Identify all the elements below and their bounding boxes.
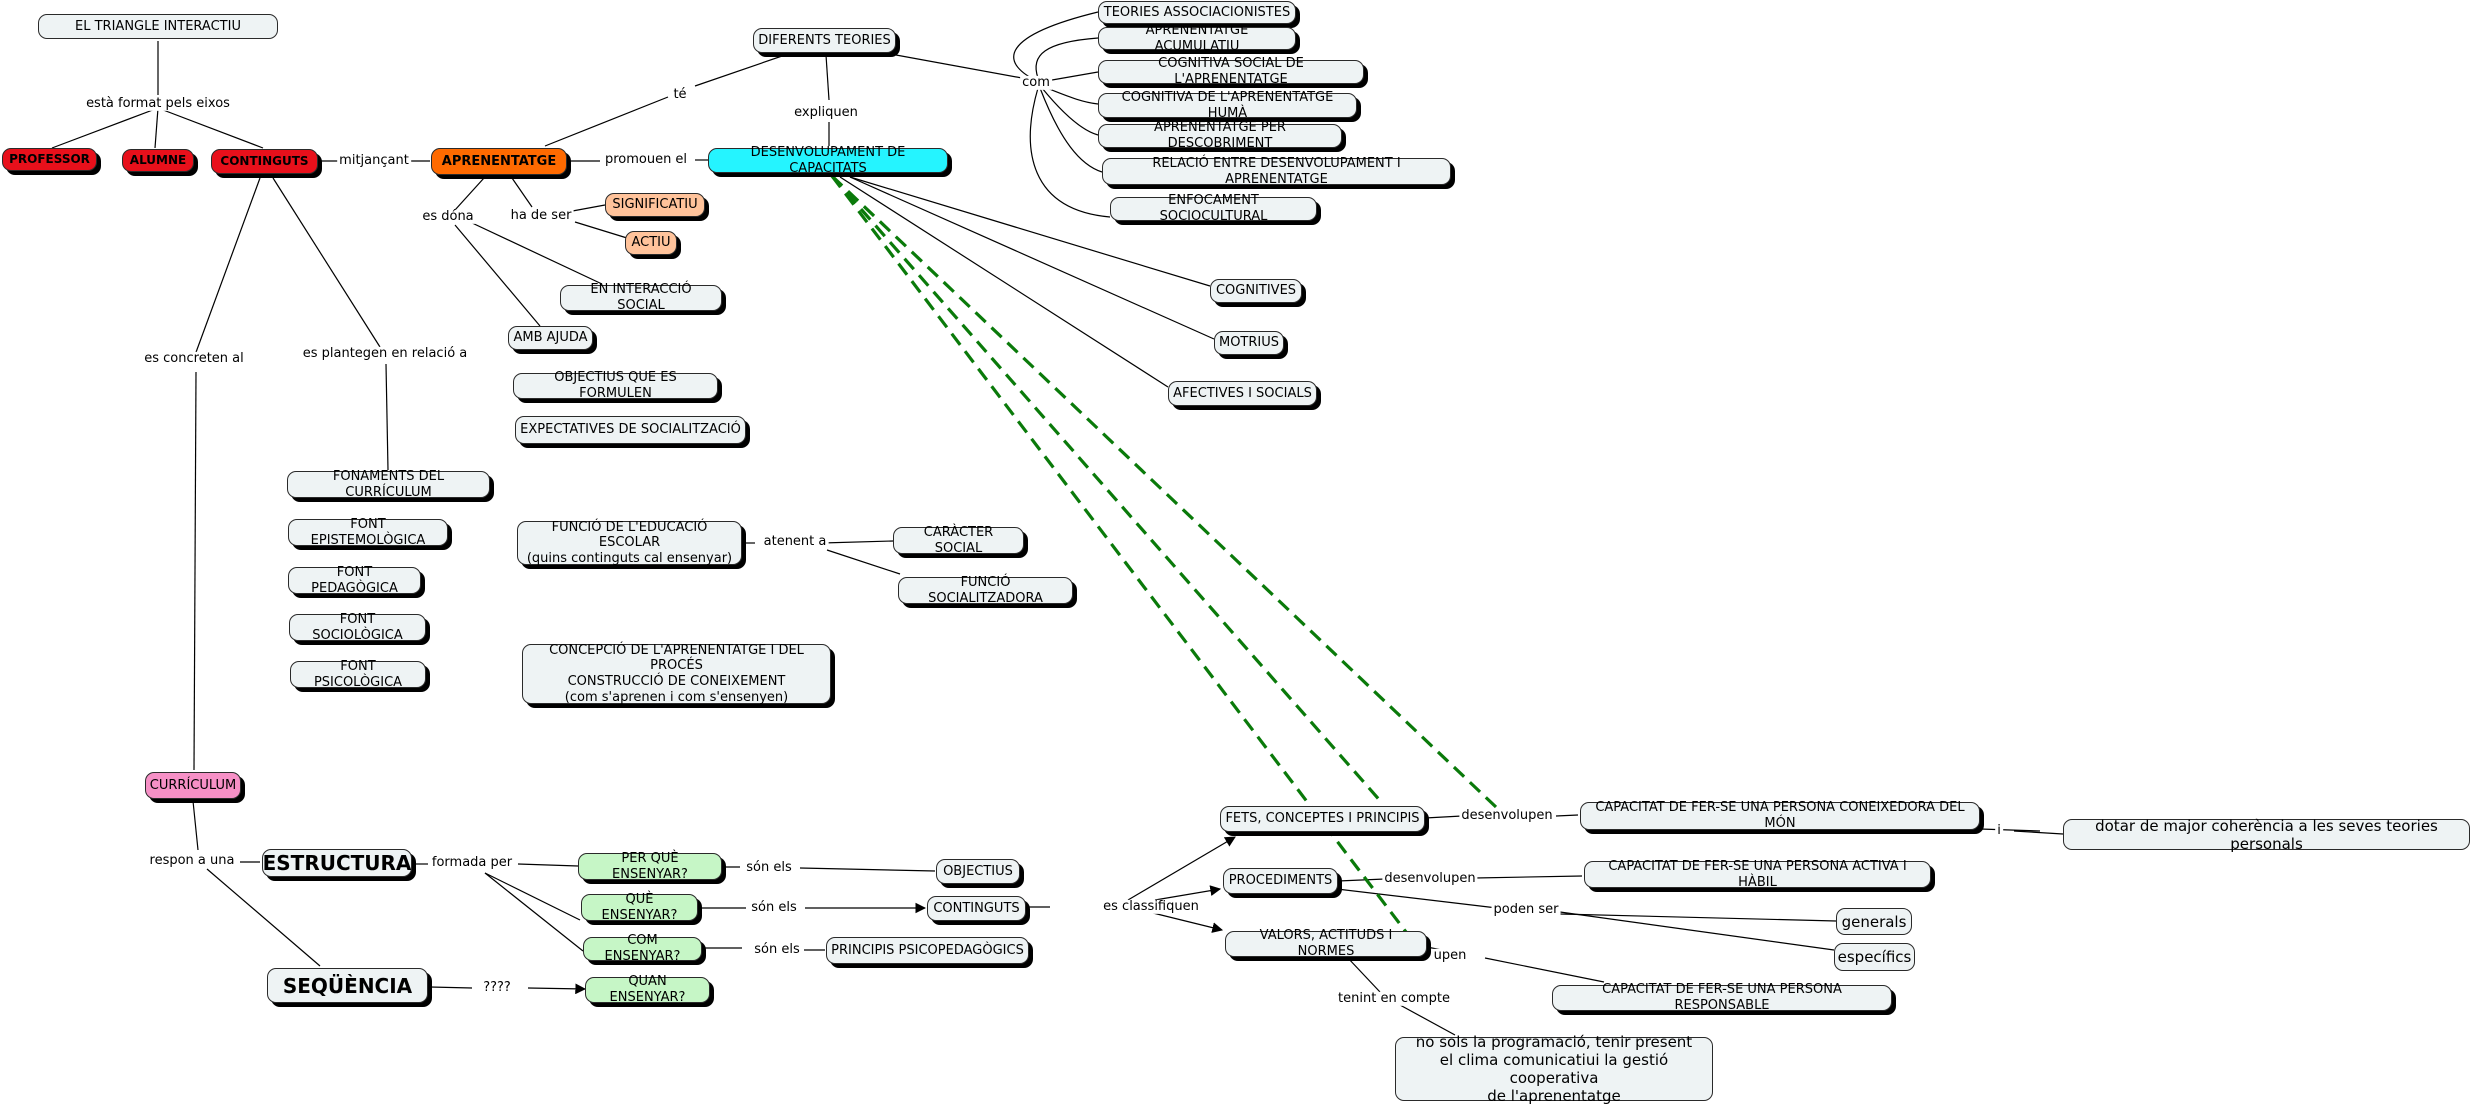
node-actiu[interactable]: ACTIU — [625, 231, 677, 255]
node-font-epistemologica[interactable]: FONT EPISTEMOLÒGICA — [288, 517, 448, 548]
node-alumne[interactable]: ALUMNE — [122, 149, 194, 172]
node-sequencia[interactable]: SEQÜÈNCIA — [267, 968, 428, 1003]
node-cognitiva-social[interactable]: COGNITIVA SOCIAL DE L'APRENENTATGE — [1098, 56, 1364, 87]
label-formada-per: formada per — [429, 854, 515, 871]
label-mitjancant: mitjançant — [337, 152, 411, 169]
label-es-classifiquen: es classifiquen — [1101, 898, 1201, 915]
label-son-els-3: són els — [752, 941, 802, 958]
label-atenent-a: atenent a — [761, 533, 829, 550]
node-funcio-socialitzadora[interactable]: FUNCIÓ SOCIALITZADORA — [898, 575, 1073, 606]
node-font-pedagogica[interactable]: FONT PEDAGÒGICA — [288, 565, 421, 596]
node-afectives-socials[interactable]: AFECTIVES I SOCIALS — [1168, 381, 1317, 406]
node-aprenentatge-descobriment[interactable]: APRENENTATGE PER DESCOBRIMENT — [1098, 120, 1342, 151]
node-objectius-formulen[interactable]: OBJECTIUS QUE ES FORMULEN — [513, 370, 718, 401]
label-tenint-en-compte: tenint en compte — [1336, 990, 1452, 1007]
node-capacitat-activa[interactable]: CAPACITAT DE FER-SE UNA PERSONA ACTIVA I… — [1584, 859, 1931, 890]
node-quan-ensenyar[interactable]: QUAN ENSENYAR? — [585, 974, 710, 1005]
node-capacitat-responsable[interactable]: CAPACITAT DE FER-SE UNA PERSONA RESPONSA… — [1552, 982, 1892, 1013]
node-continguts[interactable]: CONTINGUTS — [927, 896, 1026, 921]
node-aprenentatge-acumulatiu[interactable]: APRENENTATGE ACUMULATIU — [1098, 23, 1296, 54]
node-objectius[interactable]: OBJECTIUS — [936, 859, 1020, 884]
node-motrius[interactable]: MOTRIUS — [1214, 331, 1284, 355]
node-cognitiva-huma[interactable]: COGNITIVA DE L'APRENENTATGE HUMÀ — [1098, 90, 1357, 121]
label-format-pels-eixos: està format pels eixos — [84, 95, 232, 112]
label-es-plantegen: es plantegen en relació a — [300, 345, 470, 362]
label-son-els-1: són els — [744, 859, 794, 876]
label-es-concreten-al: es concreten al — [142, 350, 246, 367]
node-fets-conceptes-principis[interactable]: FETS, CONCEPTES I PRINCIPIS — [1220, 806, 1425, 832]
label-desenvolupen-2: desenvolupen — [1382, 870, 1478, 887]
node-diferents-teories[interactable]: DIFERENTS TEORIES — [753, 28, 896, 53]
node-font-sociologica[interactable]: FONT SOCIOLÒGICA — [289, 612, 426, 643]
node-expectatives-socialitzacio[interactable]: EXPECTATIVES DE SOCIALITZACIÓ — [515, 416, 746, 444]
node-teories-associacionistes[interactable]: TEORIES ASSOCIACIONISTES — [1098, 1, 1296, 24]
node-desenvolupament-capacitats[interactable]: DESENVOLUPAMENT DE CAPACITATS — [708, 145, 948, 176]
node-relacio-desenvolupament[interactable]: RELACIÓ ENTRE DESENVOLUPAMENT I APRENENT… — [1102, 156, 1451, 187]
node-cognitives[interactable]: COGNITIVES — [1210, 279, 1302, 303]
node-curriculum[interactable]: CURRÍCULUM — [145, 772, 241, 799]
node-concepcio-aprenentatge[interactable]: CONCEPCIÓ DE L'APRENENTATGE I DEL PROCÉS… — [522, 643, 831, 705]
node-fonaments-curriculum[interactable]: FONAMENTS DEL CURRÍCULUM — [287, 469, 490, 500]
node-que-ensenyar[interactable]: QUÈ ENSENYAR? — [581, 892, 698, 923]
label-i: i — [1995, 822, 2003, 839]
label-desenvolupen-3: upen — [1431, 947, 1469, 964]
label-promouen-el: promouen el — [602, 151, 690, 168]
label-respon-a-una: respon a una — [147, 852, 237, 869]
node-dotar-coherencia[interactable]: dotar de major coherència a les seves te… — [2063, 817, 2470, 853]
node-continguts-eix[interactable]: CONTINGUTS — [211, 149, 318, 174]
node-font-psicologica[interactable]: FONT PSICOLÒGICA — [290, 659, 426, 690]
node-aprenentatge[interactable]: APRENENTATGE — [431, 148, 567, 175]
node-funcio-educacio[interactable]: FUNCIÓ DE L'EDUCACIÓ ESCOLAR (quins cont… — [517, 520, 742, 566]
node-amb-ajuda[interactable]: AMB AJUDA — [508, 326, 593, 350]
label-desenvolupen-1: desenvolupen — [1459, 807, 1555, 824]
node-especifics[interactable]: específics — [1834, 943, 1915, 971]
node-enfocament-sociocultural[interactable]: ENFOCAMENT SOCIOCULTURAL — [1110, 193, 1317, 224]
node-estructura[interactable]: ESTRUCTURA — [262, 849, 412, 877]
label-ha-de-ser: ha de ser — [508, 207, 574, 224]
node-valors-actituds-normes[interactable]: VALORS, ACTITUDS I NORMES — [1225, 928, 1427, 959]
node-professor[interactable]: PROFESSOR — [2, 148, 97, 171]
node-generals[interactable]: generals — [1836, 908, 1912, 935]
label-te: té — [671, 86, 689, 103]
label-son-els-2: són els — [749, 899, 799, 916]
node-no-sols-programacio[interactable]: no sols la programació, tenir present el… — [1395, 1033, 1713, 1105]
node-procediments[interactable]: PROCEDIMENTS — [1223, 868, 1338, 894]
label-es-dona: es dóna — [420, 208, 476, 225]
node-per-que-ensenyar[interactable]: PER QUÈ ENSENYAR? — [578, 851, 722, 882]
label-expliquen: expliquen — [792, 104, 860, 121]
node-principis-psicopedagogics[interactable]: PRINCIPIS PSICOPEDAGÒGICS — [826, 937, 1029, 964]
label-com: com — [1020, 74, 1052, 91]
node-com-ensenyar[interactable]: COM ENSENYAR? — [583, 933, 702, 964]
node-capacitat-coneixedora[interactable]: CAPACITAT DE FER-SE UNA PERSONA CONEIXED… — [1580, 800, 1980, 831]
node-caracter-social[interactable]: CARÀCTER SOCIAL — [893, 525, 1024, 556]
label-poden-ser: poden ser — [1491, 901, 1561, 918]
node-significatiu[interactable]: SIGNIFICATIU — [605, 193, 705, 217]
label-interrogants: ???? — [481, 979, 513, 996]
node-triangle-interactiu[interactable]: EL TRIANGLE INTERACTIU — [38, 14, 278, 39]
node-interaccio-social[interactable]: EN INTERACCIÓ SOCIAL — [560, 282, 722, 313]
